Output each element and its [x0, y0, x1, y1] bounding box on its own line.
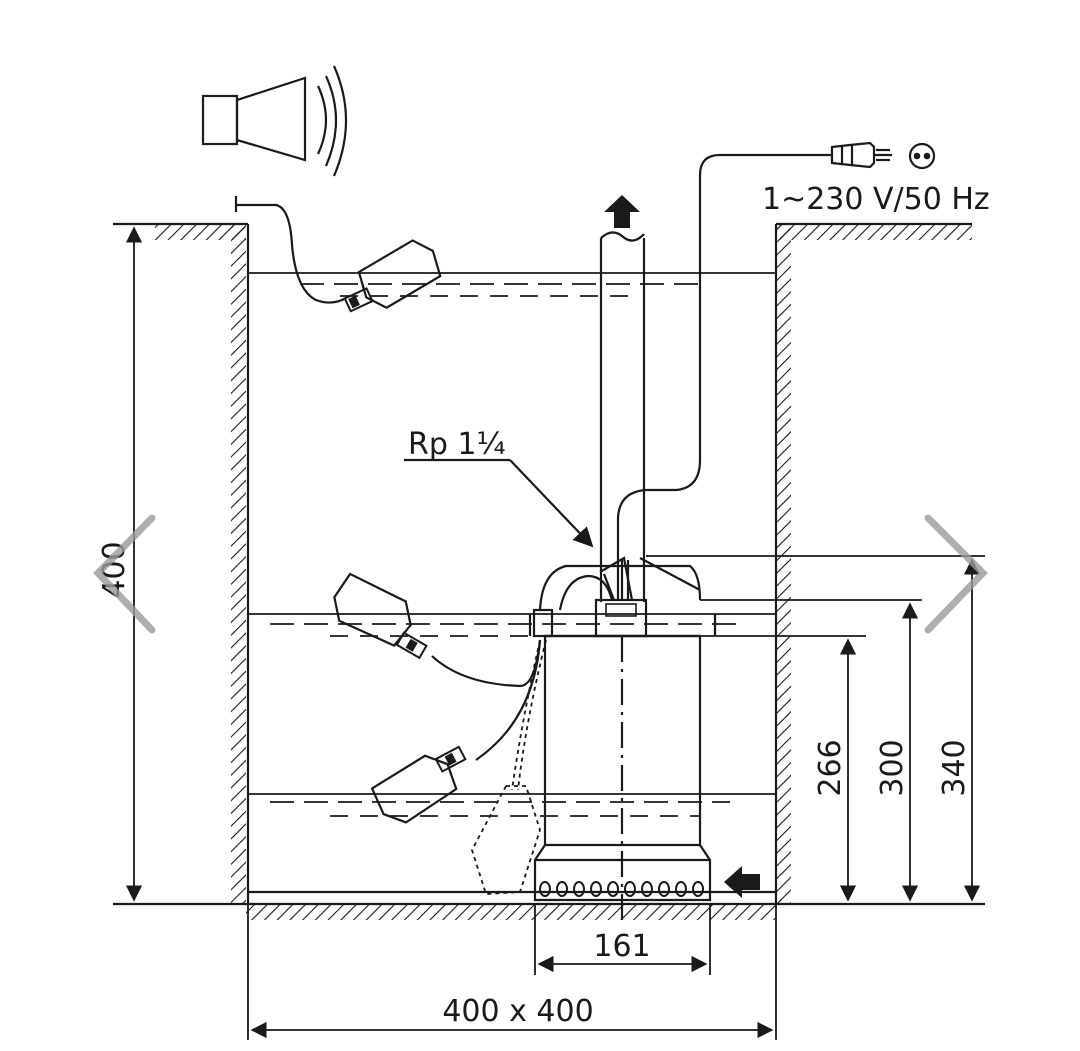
thread-leader: [404, 458, 594, 548]
pit-size-dimension: 400 x 400: [442, 994, 593, 1029]
float-alternate-position: [471, 639, 547, 895]
power-plug-icon: [830, 141, 892, 169]
prev-image-button[interactable]: [80, 505, 170, 645]
pump-pit: [113, 222, 985, 906]
alarm-horn-icon: [201, 65, 348, 177]
thread-size-label: Rp 1¼: [408, 427, 506, 462]
arrow-up-icon: [604, 195, 640, 228]
power-socket-icon: [908, 142, 936, 170]
next-image-button[interactable]: [910, 505, 1000, 645]
submersible-pump: [528, 556, 717, 925]
level-266-dimension: 266: [813, 739, 848, 796]
arrow-left-icon: [724, 866, 760, 898]
lower-float: [370, 745, 467, 824]
chevron-left-icon: [93, 514, 156, 634]
lower-float-cable: [475, 639, 542, 761]
power-supply-label: 1~230 V/50 Hz: [762, 182, 990, 217]
discharge-pipe: [599, 231, 646, 602]
chevron-right-icon: [924, 514, 988, 634]
power-cable: [616, 153, 832, 600]
alarm-float-cable: [234, 196, 347, 304]
upper-float-cable: [431, 639, 542, 688]
level-340-dimension: 340: [937, 739, 972, 796]
ground-hatching: [155, 224, 972, 920]
upper-float: [333, 572, 428, 660]
pump-inlet-holes: [539, 881, 704, 897]
dimension-lines: [125, 226, 985, 1040]
pump-width-dimension: 161: [593, 929, 650, 964]
level-300-dimension: 300: [875, 739, 910, 796]
alarm-float: [343, 239, 442, 313]
water-levels: [248, 272, 776, 817]
